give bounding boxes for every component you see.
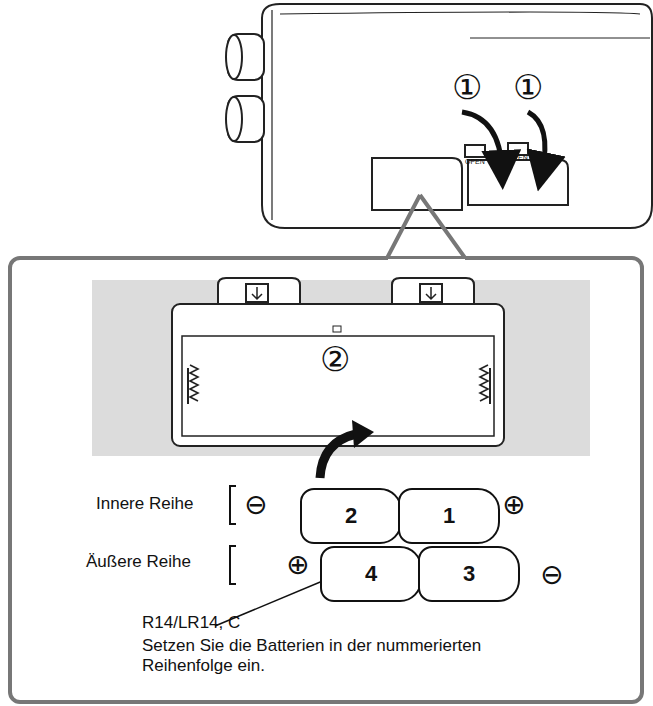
battery-number: 4	[365, 561, 377, 587]
bracket	[230, 546, 236, 584]
battery: 2	[300, 488, 402, 544]
row-label: Innere Reihe	[96, 494, 193, 514]
callout-number: ②	[320, 340, 350, 379]
polarity-sign: ⊕	[502, 489, 525, 521]
open-label: OPEN	[465, 158, 485, 166]
battery-type: R14/LR14, C	[142, 613, 240, 633]
polarity-sign: ⊖	[244, 489, 267, 521]
insert-arrow-head	[352, 420, 374, 448]
zoom-panel	[10, 258, 642, 702]
open-label: OPEN	[508, 154, 528, 162]
spring	[190, 365, 198, 401]
radio-device	[226, 4, 652, 228]
instruction-note: Setzen Sie die Batterien in der nummerie…	[142, 636, 502, 675]
compartment-area	[92, 280, 590, 456]
callout-number: ①	[452, 68, 482, 107]
battery-number: 2	[345, 503, 357, 529]
battery: 4	[320, 546, 422, 602]
bracket	[230, 486, 236, 524]
zoom-leader	[385, 195, 468, 262]
polarity-sign: ⊕	[286, 549, 309, 581]
battery-number: 3	[463, 561, 475, 587]
callout-number: ①	[513, 68, 543, 107]
row-label: Äußere Reihe	[86, 552, 191, 572]
door-tab	[218, 278, 474, 306]
open-arrow	[528, 112, 545, 172]
open-arrow	[462, 112, 502, 170]
battery: 3	[418, 546, 520, 602]
holder-bay	[182, 336, 494, 436]
spring	[480, 365, 488, 401]
polarity-sign: ⊖	[540, 559, 563, 591]
battery-holder	[172, 304, 504, 446]
insert-arrow	[320, 434, 356, 478]
battery: 1	[398, 488, 500, 544]
battery-number: 1	[443, 503, 455, 529]
